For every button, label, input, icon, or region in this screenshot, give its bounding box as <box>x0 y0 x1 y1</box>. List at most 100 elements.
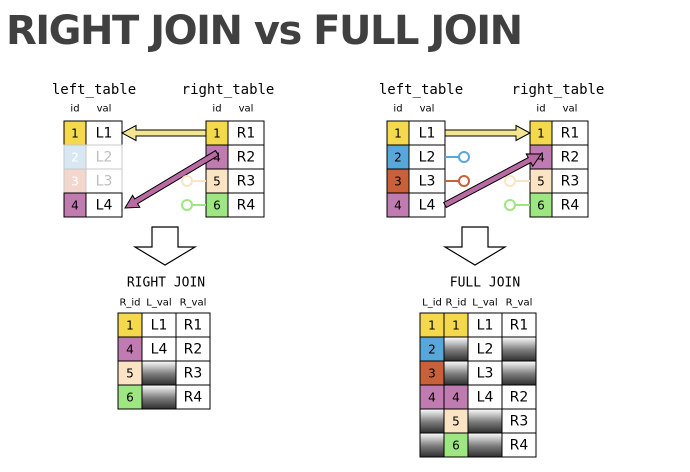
rp-result-row-3-lval-text: L4 <box>477 390 494 406</box>
rp-lollipop-2-head <box>458 151 470 163</box>
rp-right-table-row-0-id-text: 1 <box>537 127 545 141</box>
lp-right-table-row-3-id-text: 6 <box>213 199 221 213</box>
lp-left-table-header-id: id <box>70 104 79 115</box>
lp-result-row-3-lval-box <box>141 384 177 410</box>
lp-result-header-2: R_val <box>180 298 207 309</box>
lp-left-table-header-val: val <box>97 104 112 115</box>
lp-left-table-name: left_table <box>52 82 136 98</box>
lp-result-row-0-lval-text: L1 <box>151 318 168 334</box>
lp-right-table-row-3-val-text: R4 <box>237 198 256 214</box>
rp-right-table-header-val: val <box>563 104 578 115</box>
lp-left-table-row-3-val-box <box>85 192 123 218</box>
rp-result-header-1: R_id <box>445 298 466 309</box>
rp-result-row-3-rval-text: R2 <box>510 390 529 406</box>
rp-right-table-row-0-val-text: R1 <box>561 126 580 142</box>
rp-result-row-1-rid-box <box>443 336 469 362</box>
page-title: RIGHT JOIN vs FULL JOIN <box>6 8 523 54</box>
rp-result-row-1-rval-box <box>501 336 537 362</box>
lp-right-table-name: right_table <box>182 82 275 98</box>
lp-result-row-1-lval-box <box>141 336 177 362</box>
lp-right-table-header-val: val <box>239 104 254 115</box>
lp-left-table-row-0-val-text: L1 <box>96 126 113 142</box>
rp-result-row-5-rval-box <box>501 432 537 458</box>
lp-result-row-0-rid-text: 1 <box>126 319 134 333</box>
lp-down-arrow <box>132 226 198 266</box>
rp-result-row-4-lval-box <box>467 408 503 434</box>
rp-left-table-row-1-val-text: L2 <box>419 150 436 166</box>
rp-result-row-4-rval-text: R3 <box>510 414 529 430</box>
rp-result-row-4-rid-text: 5 <box>452 415 460 429</box>
lp-right-table-row-0-id-text: 1 <box>213 127 221 141</box>
rp-left-table-name: left_table <box>379 82 463 98</box>
rp-right-table-name: right_table <box>512 82 605 98</box>
rp-left-table-row-2-id-text: 3 <box>394 175 402 189</box>
rp-result-row-4-lid-box <box>419 408 445 434</box>
rp-right-table-row-1-id-text: 4 <box>537 151 545 165</box>
lp-result-header-0: R_id <box>119 298 140 309</box>
lp-result-row-2-lval-box <box>141 360 177 386</box>
rp-right-table-row-2-val-text: R3 <box>561 174 580 190</box>
lp-result-row-2-rval-text: R3 <box>184 366 203 382</box>
rp-result-row-5-rid-text: 6 <box>452 439 460 453</box>
rp-result-row-0-lid-text: 1 <box>428 319 436 333</box>
lp-arrow-match-4 <box>124 149 220 209</box>
lp-left-table-row-1-id-text: 2 <box>71 151 79 165</box>
lp-result-label: RIGHT JOIN <box>127 276 205 291</box>
lp-right-table-row-0-val-text: R1 <box>237 126 256 142</box>
lp-lollipop-6-head <box>181 199 193 211</box>
rp-result-row-3-rval-box <box>501 384 537 410</box>
lp-right-table-row-2-val-text: R3 <box>237 174 256 190</box>
lp-result-row-3-rid-text: 6 <box>126 391 134 405</box>
rp-arrow-match-1 <box>444 124 532 142</box>
lp-result-header-1: L_val <box>146 298 171 309</box>
lp-result-row-1-lval-text: L4 <box>151 342 168 358</box>
rp-result-row-2-rid-box <box>443 360 469 386</box>
lp-result-row-1-rid-text: 4 <box>126 343 134 357</box>
lp-left-table-row-1-val-text: L2 <box>96 150 113 166</box>
rp-result-row-0-lval-text: L1 <box>477 318 494 334</box>
rp-result-row-1-lid-text: 2 <box>428 343 436 357</box>
lp-right-table-row-1-val-text: R2 <box>237 150 256 166</box>
lp-right-table-row-2-val-box <box>227 168 265 194</box>
lp-result-row-0-rval-text: R1 <box>184 318 203 334</box>
rp-result-row-0-rid-text: 1 <box>452 319 460 333</box>
rp-left-table-row-3-val-box <box>408 192 446 218</box>
rp-right-table-header-id: id <box>536 104 545 115</box>
rp-result-row-5-rid-box <box>443 432 469 458</box>
lp-result-row-1-rval-text: R2 <box>184 342 203 358</box>
lp-left-table-row-0-id-text: 1 <box>71 127 79 141</box>
rp-lollipop-6-head <box>504 199 516 211</box>
lp-left-table-row-3-id-text: 4 <box>71 199 79 213</box>
rp-result-header-3: R_val <box>506 298 533 309</box>
rp-result-row-3-lid-text: 4 <box>428 391 436 405</box>
lp-right-table-row-0-val-box <box>227 120 265 146</box>
rp-result-row-5-rval-text: R4 <box>510 438 529 454</box>
rp-result-row-2-lval-text: L3 <box>477 366 494 382</box>
rp-result-row-2-rval-box <box>501 360 537 386</box>
lp-result-row-1-rid-box <box>117 336 143 362</box>
rp-result-row-3-rid-text: 4 <box>452 391 460 405</box>
rp-left-table-header-id: id <box>393 104 402 115</box>
rp-right-table-row-2-id-text: 5 <box>537 175 545 189</box>
lp-right-table-row-1-val-box <box>227 144 265 170</box>
lp-result-row-3-rid-box <box>117 384 143 410</box>
lp-right-table-row-1-id-text: 4 <box>213 151 221 165</box>
rp-lollipop-5-head <box>504 175 516 187</box>
rp-result-row-5-lid-box <box>419 432 445 458</box>
rp-result-row-2-lid-text: 3 <box>428 367 436 381</box>
rp-result-row-0-rval-text: R1 <box>510 318 529 334</box>
rp-right-table-row-3-id-text: 6 <box>537 199 545 213</box>
rp-result-row-0-lid-box <box>419 312 445 338</box>
rp-result-header-0: L_id <box>422 298 442 309</box>
rp-left-table-row-1-id-text: 2 <box>394 151 402 165</box>
lp-lollipop-5-head <box>181 175 193 187</box>
rp-right-table-row-1-val-text: R2 <box>561 150 580 166</box>
lp-left-table-row-2-id-text: 3 <box>71 175 79 189</box>
rp-right-table-row-2-val-box <box>551 168 589 194</box>
rp-result-label: FULL JOIN <box>450 276 520 291</box>
rp-result-header-2: L_val <box>472 298 497 309</box>
rp-result-row-3-lid-box <box>419 384 445 410</box>
rp-result-row-5-lval-box <box>467 432 503 458</box>
lp-result-row-2-rid-text: 5 <box>126 367 134 381</box>
